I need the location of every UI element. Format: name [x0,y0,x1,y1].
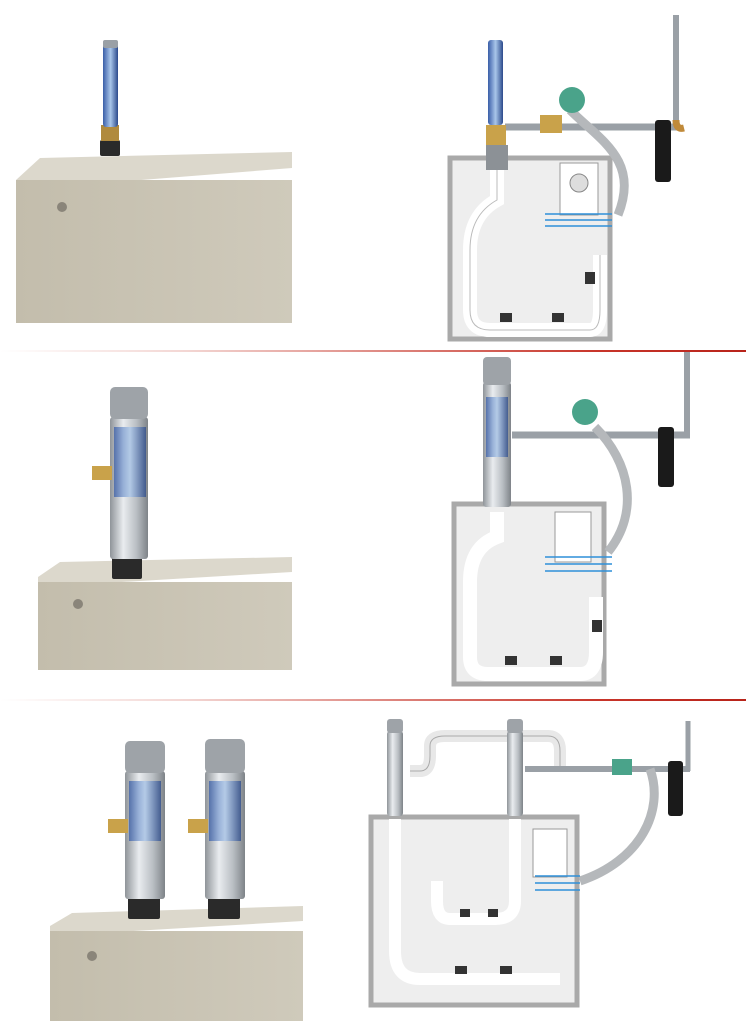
solenoid-valve [559,87,585,113]
cold-air-duct [463,512,603,681]
cold-air-duct [431,819,521,925]
screw-icon [57,202,67,212]
row-1-illustration [16,15,685,342]
enclosure-photo [38,387,292,670]
row-single-small-cooler [0,0,746,350]
screw-icon [87,951,97,961]
wiring [545,213,612,227]
enclosure-photo [50,739,303,1021]
air-filter [655,120,671,182]
enclosure-photo [16,40,292,323]
thermostat [554,511,592,563]
wiring [535,875,580,891]
row-single-large-cooler [0,352,746,700]
hose [578,767,659,886]
row-dual-large-cooler [0,701,746,1021]
row-3-illustration [50,719,691,1021]
installation-diagram [368,719,691,1008]
hose [591,423,632,555]
solenoid-valve [612,759,632,775]
hose [566,106,629,217]
vortex-cooler-small [103,42,118,127]
screw-icon [73,599,83,609]
installation-diagram [451,352,690,687]
row-2-illustration [38,352,690,687]
installation-diagram [447,15,685,342]
section-divider [0,350,746,352]
solenoid-valve [572,399,598,425]
cold-air-duct [389,819,560,985]
wiring [545,556,612,572]
thermostat [532,828,568,878]
section-divider [0,699,746,701]
